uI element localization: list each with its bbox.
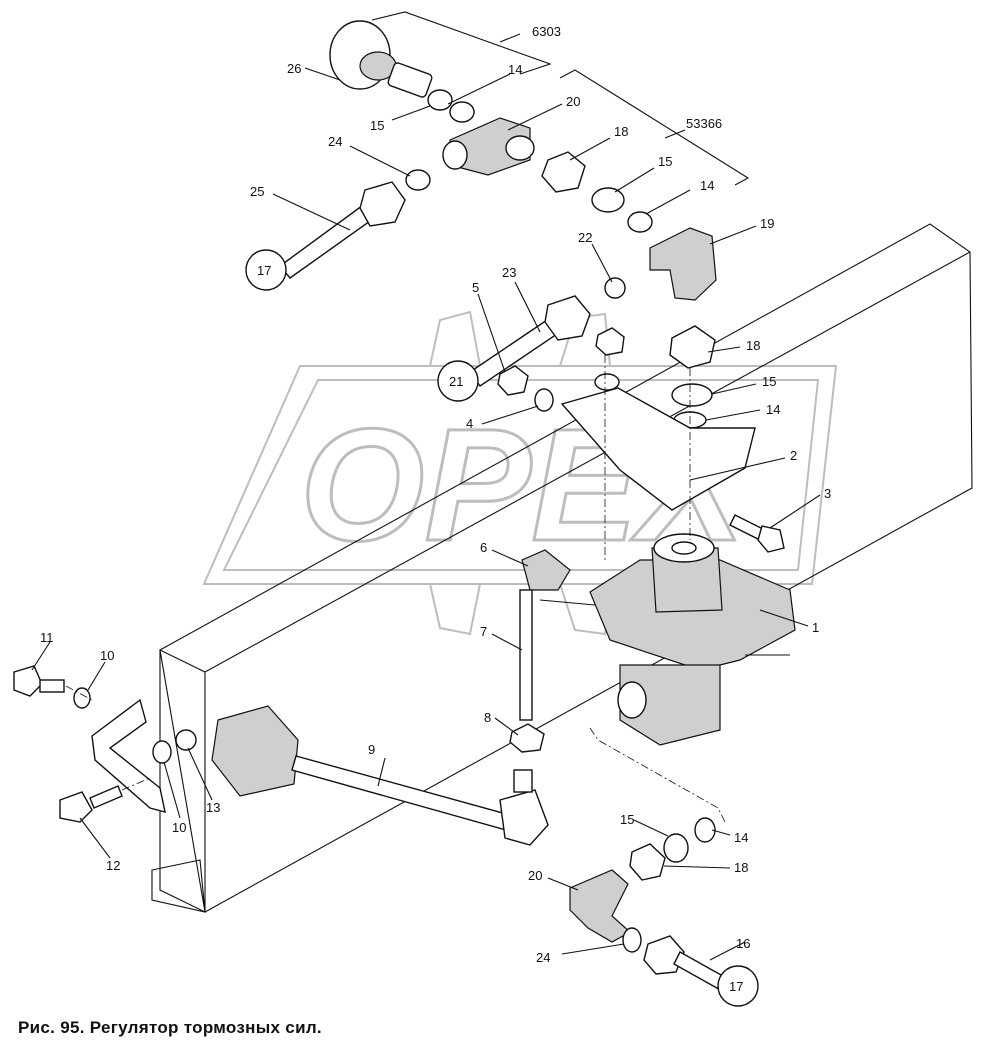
callout-18-b: 18: [746, 338, 760, 353]
callout-10-b: 10: [172, 820, 186, 835]
callout-10-a: 10: [100, 648, 114, 663]
part-10-washer-bottom: [152, 740, 172, 764]
part-13-nut: [175, 729, 197, 751]
circle-17-bottom: [717, 965, 759, 1007]
part-4-ring: [534, 388, 554, 412]
leader-lines: [31, 67, 821, 961]
callout-6: 6: [480, 540, 487, 555]
callout-4: 4: [466, 416, 473, 431]
callout-13: 13: [206, 800, 220, 815]
part-16-tube: [643, 935, 731, 993]
callout-15-d: 15: [620, 812, 634, 827]
centre-lines: [65, 355, 726, 823]
callout-18-a: 18: [614, 124, 628, 139]
kit-bracket-53366: [559, 69, 750, 186]
part-1-regulator: [539, 533, 796, 746]
callout-18-c: 18: [734, 860, 748, 875]
part-14-ring-bottom: [694, 817, 716, 843]
callout-8: 8: [484, 710, 491, 725]
part-18-nut-bottom: [629, 843, 666, 881]
part-threaded-fitting: [387, 62, 433, 98]
part-12-bolt: [59, 785, 123, 823]
part-15-washer-mid: [671, 383, 713, 407]
callout-11: 11: [40, 630, 54, 645]
part-3-bolt: [729, 514, 785, 553]
part-8-nut: [509, 723, 545, 753]
part-22-ring: [604, 277, 626, 299]
callout-16: 16: [736, 936, 750, 951]
callout-22: 22: [578, 230, 592, 245]
kit-label-6303: 6303: [532, 24, 561, 39]
part-23-tube: [469, 295, 591, 387]
callout-5: 5: [472, 280, 479, 295]
callout-20-b: 20: [528, 868, 542, 883]
part-18-nut-top: [541, 151, 586, 193]
part-2-bracket: [560, 387, 756, 511]
part-5-nut: [497, 365, 529, 396]
callout-15-c: 15: [762, 374, 776, 389]
callout-14-d: 14: [734, 830, 748, 845]
callout-12: 12: [106, 858, 120, 873]
part-bracket-l: [91, 698, 166, 813]
callout-15-a: 15: [370, 118, 384, 133]
part-20-elbow: [442, 117, 535, 176]
part-14-ring-top: [627, 211, 653, 233]
callout-21: 21: [449, 374, 463, 389]
callout-19: 19: [760, 216, 774, 231]
part-10-washer-top: [73, 687, 91, 709]
callout-20-a: 20: [566, 94, 580, 109]
part-small-nut-stack: [594, 327, 625, 391]
callout-15-b: 15: [658, 154, 672, 169]
part-24-ring: [405, 169, 431, 191]
part-9-lever: [211, 705, 549, 846]
callout-9: 9: [368, 742, 375, 757]
callout-14-c: 14: [766, 402, 780, 417]
part-19-elbow: [649, 227, 717, 301]
callout-26: 26: [287, 61, 301, 76]
part-7-rod: [519, 589, 533, 721]
circle-17-top: [245, 249, 287, 291]
kit-bracket-6303: [371, 11, 552, 75]
callout-2: 2: [790, 448, 797, 463]
figure-caption: Рис. 95. Регулятор тормозных сил.: [18, 1018, 322, 1037]
callout-1: 1: [812, 620, 819, 635]
part-20-elbow-bottom: [569, 869, 632, 943]
part-rings-top: [427, 89, 475, 123]
part-15-washer-bottom: [663, 833, 689, 863]
callout-14-a: 14: [508, 62, 522, 77]
kit-label-53366: 53366: [686, 116, 722, 131]
part-18-nut-mid: [669, 325, 716, 369]
callout-7: 7: [480, 624, 487, 639]
part-25-tube: [278, 181, 406, 279]
callout-14-b: 14: [700, 178, 714, 193]
callout-17-b: 17: [729, 979, 743, 994]
part-24-ring-bottom: [622, 927, 642, 953]
part-15-washer-top: [591, 187, 625, 213]
callout-23: 23: [502, 265, 516, 280]
circle-21: [437, 360, 479, 402]
callout-25: 25: [250, 184, 264, 199]
part-6-banjo: [521, 549, 571, 591]
callout-17-a: 17: [257, 263, 271, 278]
callout-3: 3: [824, 486, 831, 501]
frame-rail: [151, 223, 973, 913]
callout-24-a: 24: [328, 134, 342, 149]
part-11-bolt: [13, 665, 65, 697]
part-26-valve-head: [329, 20, 397, 90]
callout-24-b: 24: [536, 950, 550, 965]
